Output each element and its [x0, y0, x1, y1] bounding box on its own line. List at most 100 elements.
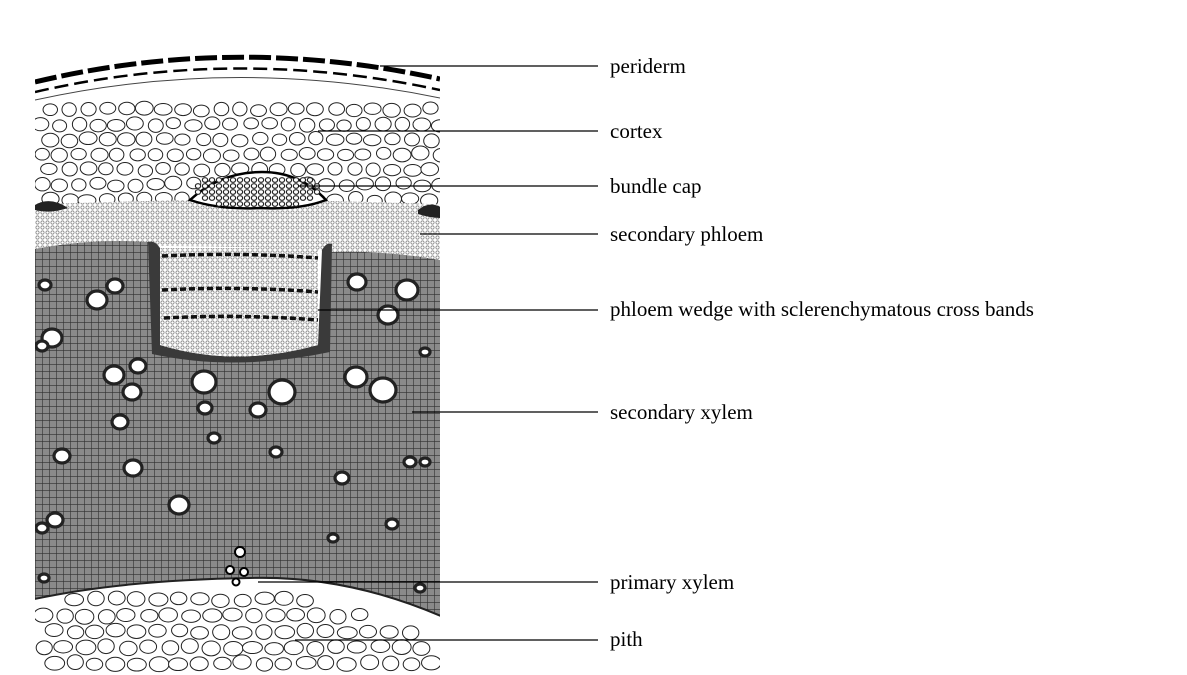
vessel — [54, 449, 70, 463]
cortex-cell — [309, 131, 323, 144]
cortex-cell — [260, 147, 275, 161]
label-secondary-xylem: secondary xylem — [610, 402, 753, 423]
cortex-cell — [205, 117, 220, 129]
pith-cell — [88, 591, 105, 605]
vessel — [124, 460, 142, 476]
cortex-cell — [32, 118, 49, 131]
pith-cell — [181, 639, 198, 654]
pith-cell — [57, 609, 73, 623]
bundle-cap-cell — [244, 178, 249, 183]
pith-cell — [392, 640, 411, 655]
pith-cell — [67, 655, 83, 670]
vessel — [198, 402, 212, 414]
vessel — [104, 366, 124, 384]
bundle-cap-cell — [272, 184, 277, 189]
cortex-cell — [244, 118, 259, 129]
cortex-cell — [154, 104, 172, 116]
cortex-cell — [90, 119, 106, 131]
vessel — [36, 341, 48, 351]
vessel — [420, 458, 430, 466]
pith-cell — [127, 592, 145, 607]
bundle-cap-cell — [265, 196, 270, 201]
bundle-cap-cell — [251, 178, 256, 183]
cortex-cell — [401, 193, 418, 204]
pith-cell — [307, 642, 324, 657]
pith-cell — [361, 655, 379, 670]
cortex-cell — [223, 118, 238, 130]
cortex-cell — [318, 179, 334, 192]
cortex-cell — [91, 148, 108, 161]
cortex-cell — [233, 102, 247, 116]
pith-cell — [256, 658, 272, 671]
bundle-cap-cell — [265, 184, 270, 189]
cortex-cell — [119, 102, 135, 114]
bundle-cap-cell — [202, 190, 207, 195]
cortex-cell — [262, 118, 278, 129]
pith-cell — [67, 626, 83, 639]
bundle-cap-cell — [237, 184, 242, 189]
pith-cell — [224, 642, 243, 656]
bundle-cap-cell — [216, 178, 221, 183]
pith-cell — [242, 642, 262, 654]
bundle-cap-cell — [230, 196, 235, 201]
cortex-cell — [413, 118, 431, 131]
pith-cell — [234, 594, 251, 606]
bundle-cap-cell — [286, 190, 291, 195]
pith-cell — [108, 591, 125, 605]
bundle-cap-cell — [293, 202, 298, 207]
vessel — [112, 415, 128, 429]
bundle-cap-cell — [209, 196, 214, 201]
cortex-cell — [130, 149, 145, 161]
bundle-cap-cell — [216, 196, 221, 201]
cortex-cell — [90, 177, 106, 189]
cortex-cell — [385, 133, 400, 145]
label-phloem-wedge: phloem wedge with sclerenchymatous cross… — [610, 299, 1034, 320]
bundle-cap-cell — [258, 196, 263, 201]
bundle-cap-cell — [223, 196, 228, 201]
bundle-cap-cell — [244, 184, 249, 189]
bundle-cap-cell — [258, 178, 263, 183]
bundle-cap-cell — [258, 190, 263, 195]
bundle-cap-cell — [265, 178, 270, 183]
cortex-cell — [396, 177, 411, 189]
vessel — [396, 280, 418, 300]
vessel — [39, 280, 51, 290]
vessel — [123, 384, 141, 400]
cortex-cell — [384, 164, 401, 175]
pith-cell — [265, 643, 284, 655]
cortex-cell — [356, 118, 370, 131]
pith-cell — [232, 627, 252, 639]
cortex-cell — [126, 117, 143, 130]
bundle-cap-cell — [279, 196, 284, 201]
pith-cell — [360, 625, 377, 637]
cortex-cell — [244, 148, 259, 160]
bundle-cap-cell — [251, 196, 256, 201]
pith-cell — [141, 609, 158, 621]
cortex-cell — [376, 147, 390, 159]
pith-cell — [149, 593, 168, 606]
pith-cell — [413, 642, 430, 656]
vessel — [270, 447, 282, 457]
bundle-cap-cell — [307, 190, 312, 195]
bundle-cap-cell — [230, 190, 235, 195]
pith-cell — [337, 627, 357, 639]
cortex-cell — [338, 149, 354, 160]
pith-cell — [202, 641, 220, 656]
bundle-cap-cell — [244, 190, 249, 195]
bundle-cap-cell — [300, 178, 305, 183]
bundle-cap-cell — [237, 178, 242, 183]
bundle-cap-cell — [223, 178, 228, 183]
vessel — [404, 457, 416, 467]
pith-cell — [287, 609, 305, 622]
cortex-cell — [307, 164, 324, 175]
cortex-cell — [253, 132, 268, 144]
vessel — [39, 574, 49, 582]
cortex-cell — [193, 105, 209, 117]
pith-cell — [266, 609, 285, 622]
bundle-cap-cell — [195, 184, 200, 189]
cortex-cell — [71, 148, 86, 159]
pith-cell — [54, 641, 73, 653]
cortex-cell — [404, 165, 422, 177]
pith-cell — [318, 656, 334, 670]
bundle-cap-cell — [258, 184, 263, 189]
